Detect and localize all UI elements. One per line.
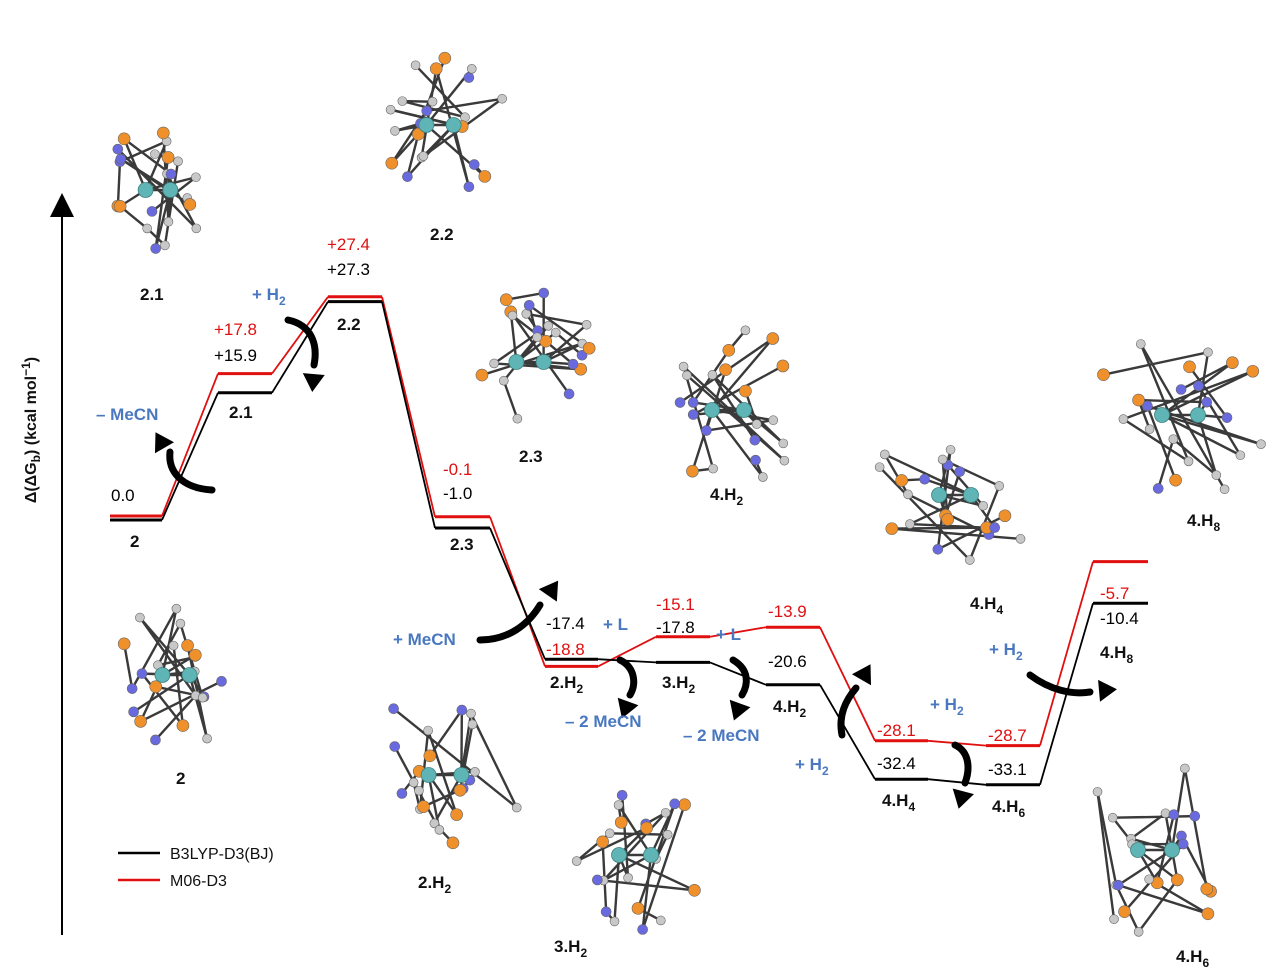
legend: B3LYP-D3(BJ) M06-D3 [118,846,274,890]
label-plus-l-b: + L [716,625,741,644]
structure-2.3 [475,287,596,424]
structure-label-2: 2 [176,769,185,788]
energy-2.1-red: +17.8 [214,320,257,339]
connector-2.3-to-2.H2-b3lyp [489,527,546,660]
state-label-2.3: 2.3 [450,535,474,554]
structure-label-4.H4: 4.H4 [970,594,1003,617]
arrow-plus-l-b [729,656,751,721]
energy-3.H2-black: -17.8 [656,618,695,637]
label-minus-2-mecn-b: – 2 MeCN [683,726,760,745]
label-minus-2-mecn-a: – 2 MeCN [565,712,642,731]
state-label-2.2: 2.2 [337,315,361,334]
label-plus-mecn: + MeCN [393,630,456,649]
label-plus-h2-b: + H2 [795,755,829,778]
energy-3.H2-red: -15.1 [656,595,695,614]
structure-label-2.H2: 2.H2 [418,873,451,896]
energy-4.H6-black: -33.1 [988,760,1027,779]
structure-label-4.H8: 4.H8 [1187,511,1220,534]
legend-entry-m06: M06-D3 [170,873,227,890]
structure-label-3.H2: 3.H2 [554,937,587,960]
structure-2.H2 [388,703,522,850]
energy-2.H2-red: -18.8 [546,640,585,659]
energy-2.2-black: +27.3 [327,260,370,279]
energy-4.H6-red: -28.7 [988,726,1027,745]
structure-label-4.H6: 4.H6 [1176,947,1209,970]
energy-2.3-red: -0.1 [443,460,472,479]
state-label-4.H6: 4.H6 [992,797,1025,820]
connector-2.H2-to-3.H2-m06 [597,635,657,668]
structure-labels: 2.1 2.2 2.3 4.H2 4.H4 4.H8 2 2.H2 3.H2 4… [140,225,1220,970]
structure-2.1 [111,126,202,254]
reaction-labels: – MeCN + H2 + MeCN + L + L – 2 MeCN – 2 … [96,285,1023,778]
energy-4.H4-red: -28.1 [877,721,916,740]
energy-2.1-black: +15.9 [214,346,257,365]
label-plus-h2-c: + H2 [930,695,964,718]
connector-2.1-to-2.2-b3lyp [271,301,329,394]
state-label-2.1: 2.1 [229,403,253,422]
structure-label-4.H2: 4.H2 [710,485,743,508]
connector-4.H2-to-4.H4-b3lyp [819,684,876,780]
structure-4.H6 [1092,763,1217,937]
reaction-arrows [154,316,1117,809]
arrow-plus-h2-a [284,316,325,392]
molecular-structures [111,51,1266,937]
arrow-plus-h2-b [837,664,872,739]
arrow-plus-h2-d [1026,671,1117,702]
structure-label-2.2: 2.2 [430,225,454,244]
state-label-4.H2: 4.H2 [773,697,806,720]
label-plus-h2-a: + H2 [252,285,286,308]
state-label-2.H2: 2.H2 [550,673,583,696]
arrow-plus-mecn [476,580,559,644]
connector-4.H2-to-4.H4-m06 [819,626,876,742]
structure-label-2.1: 2.1 [140,285,164,304]
state-label-2: 2 [130,532,139,551]
energy-2.2-red: +27.4 [327,235,370,254]
energy-4.H2-red: -13.9 [768,602,807,621]
arrow-plus-h2-c [951,741,974,809]
state-label-4.H4: 4.H4 [882,791,915,814]
arrow-minus-mecn [154,432,216,494]
structure-label-2.3: 2.3 [519,447,543,466]
state-label-3.H2: 3.H2 [662,673,695,696]
energy-4.H4-black: -32.4 [877,754,916,773]
structure-3.H2 [571,789,701,935]
structure-4.H8 [1097,339,1266,495]
connector-4.H6-to-4.H8-m06 [1039,561,1094,746]
connector-2.2-to-2.3-m06 [381,296,436,518]
connector-3.H2-to-4.H2-m06 [709,626,767,638]
connector-2-to-2.1-b3lyp [161,392,219,521]
y-axis-label: Δ(ΔGb) (kcal mol−1) [19,357,43,503]
connector-2-to-2.1-m06 [161,373,219,517]
connector-2.1-to-2.2-m06 [271,296,329,375]
energy-2-black: 0.0 [111,486,135,505]
energy-labels: 0.0 +17.8 +15.9 +27.4 +27.3 -0.1 -1.0 -1… [111,235,1139,779]
label-plus-l-a: + L [603,615,628,634]
m06-profile [110,295,1148,748]
structure-4.H2 [674,325,790,482]
structure-2.2 [385,51,507,193]
connector-3.H2-to-4.H2-b3lyp [709,661,767,686]
energy-2.H2-black: -17.4 [546,614,585,633]
connector-2.2-to-2.3-b3lyp [381,301,436,529]
structure-2 [117,603,227,746]
structure-4.H4 [874,444,1026,565]
arrow-plus-l-a [616,656,639,719]
connector-4.H4-to-4.H6-b3lyp [927,778,987,786]
energy-4.H2-black: -20.6 [768,652,807,671]
legend-entry-b3lyp: B3LYP-D3(BJ) [170,846,274,863]
energy-4.H8-red: -5.7 [1100,584,1129,603]
energy-2.3-black: -1.0 [443,484,472,503]
state-labels: 2 2.1 2.2 2.3 2.H2 3.H2 4.H2 4.H4 4.H6 4… [130,315,1133,820]
energy-4.H8-black: -10.4 [1100,609,1139,628]
label-plus-h2-d: + H2 [989,640,1023,663]
state-label-4.H8: 4.H8 [1100,643,1133,666]
label-minus-mecn: – MeCN [96,405,158,424]
